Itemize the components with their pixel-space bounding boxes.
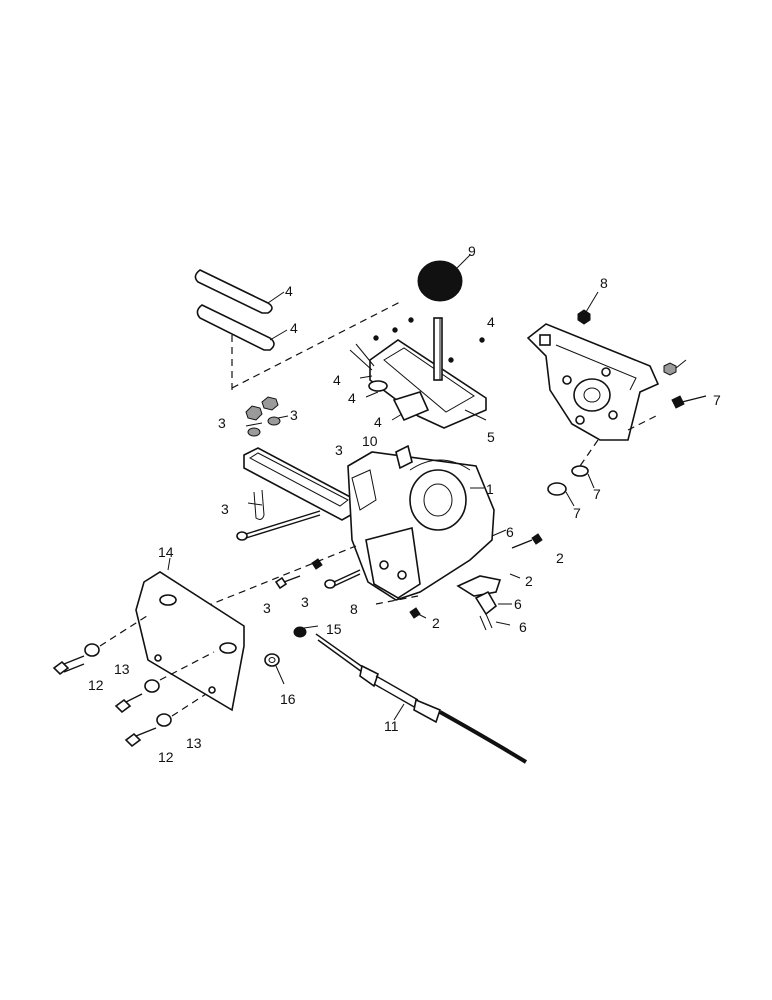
- callout-4c: 4: [487, 314, 495, 330]
- shift-knob: [417, 254, 471, 302]
- callout-4b: 4: [290, 320, 298, 336]
- washers-part-3: [245, 396, 289, 506]
- callout-4d: 4: [333, 372, 341, 388]
- callout-2c: 2: [432, 615, 440, 631]
- callout-3a: 3: [218, 415, 226, 431]
- callout-4e: 4: [348, 390, 356, 406]
- callout-9: 9: [468, 243, 476, 259]
- callout-7a: 7: [713, 392, 721, 408]
- nut-part-15: [293, 625, 319, 638]
- housing: [347, 444, 495, 601]
- bolts-washers-12-13: [52, 613, 215, 748]
- callout-4a: 4: [285, 283, 293, 299]
- callout-16: 16: [280, 691, 296, 707]
- bolts-lower-3: [274, 558, 323, 590]
- callout-10: 10: [362, 433, 378, 449]
- callout-3c: 3: [335, 442, 343, 458]
- shifter-gate: [369, 317, 487, 429]
- callout-6c: 6: [519, 619, 527, 635]
- callout-12a: 12: [88, 677, 104, 693]
- callout-1: 1: [486, 481, 494, 497]
- washer-part-16: [264, 653, 285, 685]
- callout-8b: 8: [350, 601, 358, 617]
- mount-guide-dash: [171, 545, 419, 621]
- callout-13a: 13: [114, 661, 130, 677]
- callout-4f: 4: [374, 414, 382, 430]
- nut-right: [663, 359, 687, 376]
- callout-14: 14: [158, 544, 174, 560]
- callout-3e: 3: [263, 600, 271, 616]
- bolt-long-3: [236, 510, 321, 541]
- callouts: 1 2 2 2 3 3 3 3 3 3 4 4 4 4 4 4 5 6 6 6 …: [88, 243, 721, 765]
- pad-upper: [194, 269, 285, 314]
- control-cable: [315, 633, 528, 764]
- side-cover: [526, 323, 660, 441]
- mounting-plate: [135, 557, 245, 712]
- bolt-part-7: [671, 395, 707, 409]
- callout-8a: 8: [600, 275, 608, 291]
- callout-6a: 6: [506, 524, 514, 540]
- callout-15: 15: [326, 621, 342, 637]
- callout-5: 5: [487, 429, 495, 445]
- plugs-part-7: [547, 413, 661, 507]
- bolts-part-2: [409, 533, 543, 619]
- bolt-part-8: [324, 569, 361, 589]
- callout-2a: 2: [556, 550, 564, 566]
- screws-gate: [349, 317, 485, 422]
- callout-13b: 13: [186, 735, 202, 751]
- callout-7b: 7: [593, 486, 601, 502]
- callout-6b: 6: [514, 596, 522, 612]
- mounting-bracket: [243, 447, 357, 521]
- nut-part-8: [577, 291, 599, 325]
- pad-guide-dash: [231, 301, 401, 390]
- callout-2b: 2: [525, 573, 533, 589]
- callout-11: 11: [384, 718, 399, 734]
- callout-12b: 12: [158, 749, 174, 765]
- pad-lower: [196, 304, 288, 351]
- cable-bracket: [456, 529, 521, 631]
- callout-7c: 7: [573, 505, 581, 521]
- callout-3f: 3: [301, 594, 309, 610]
- callout-3b: 3: [290, 407, 298, 423]
- callout-3d: 3: [221, 501, 229, 517]
